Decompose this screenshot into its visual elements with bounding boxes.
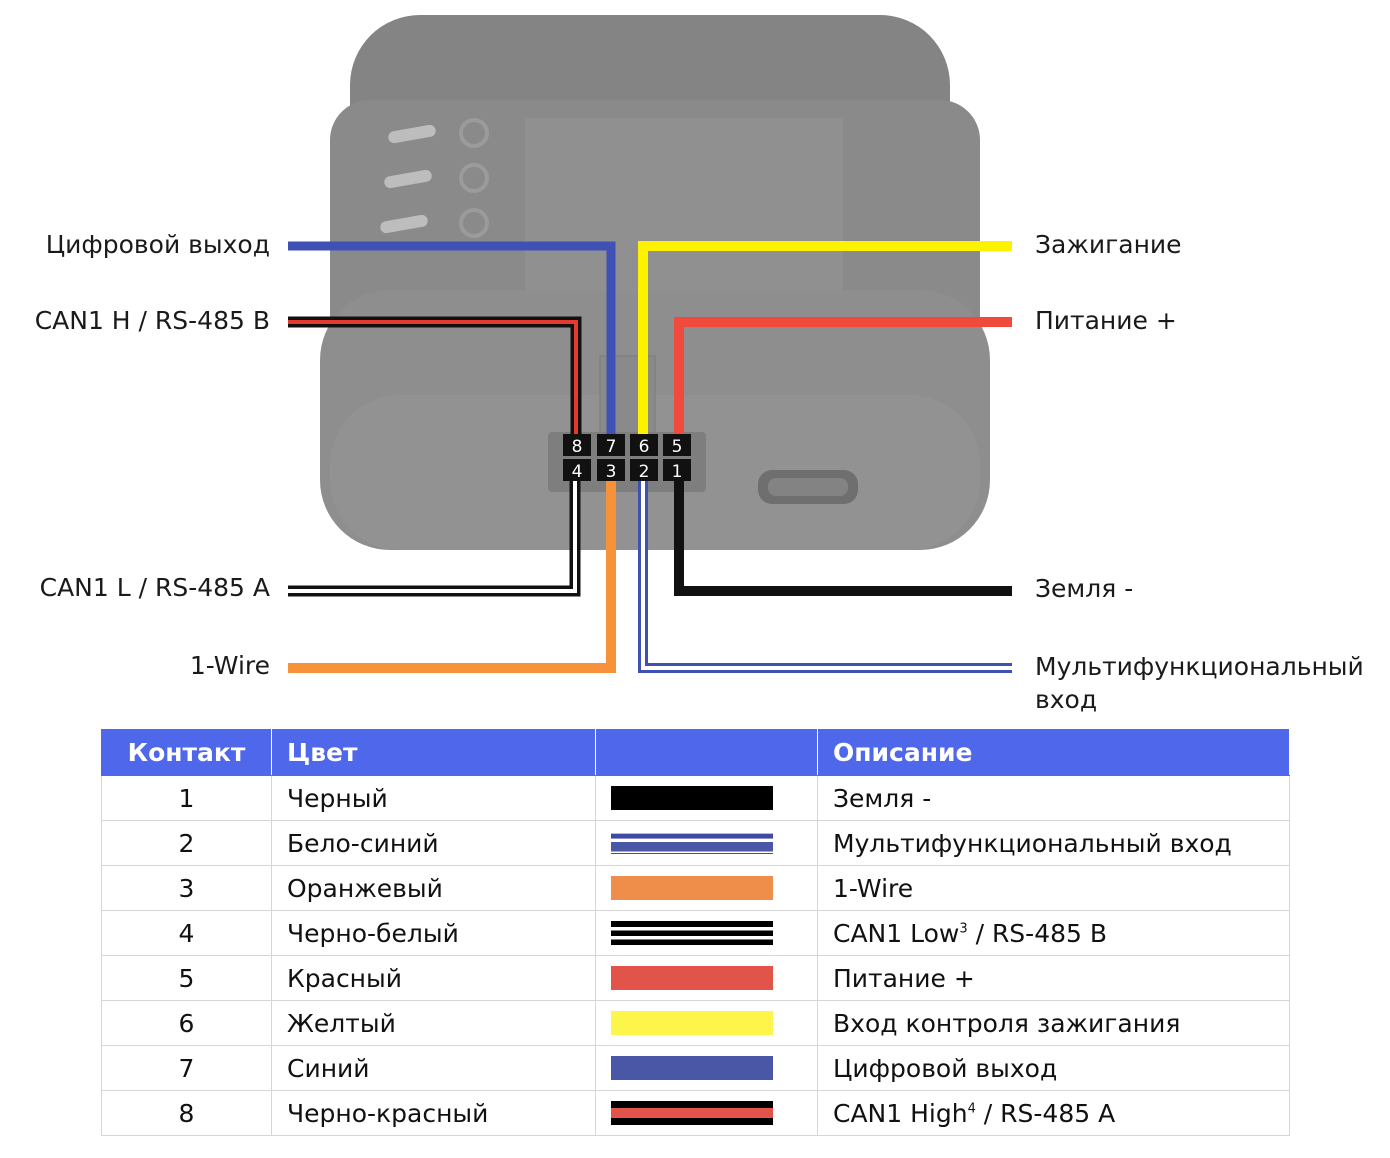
wire-description: Вход контроля зажигания — [817, 1000, 1290, 1046]
wire-color-name: Синий — [271, 1045, 596, 1091]
label-power: Питание + — [1035, 306, 1177, 335]
header-contact: Контакт — [101, 729, 272, 776]
color-swatch — [611, 1101, 773, 1125]
color-swatch-cell — [595, 910, 818, 956]
pin-7-label: 7 — [606, 437, 617, 457]
label-ground: Земля - — [1035, 574, 1134, 603]
wire-description: Мультифункциональный вход — [817, 820, 1290, 866]
description-text: 1-Wire — [833, 873, 914, 903]
pin-number: 5 — [101, 955, 272, 1001]
description-tail: / RS-485 B — [967, 918, 1108, 948]
pin-2-label: 2 — [639, 462, 650, 482]
header-color: Цвет — [271, 729, 596, 776]
wire-color-name: Желтый — [271, 1000, 596, 1046]
label-multi-input: Мультифункциональный вход — [1035, 652, 1364, 714]
connector: 8 7 6 5 4 3 2 1 — [563, 434, 691, 482]
label-onewire: 1-Wire — [189, 651, 270, 680]
description-text: Земля - — [833, 783, 932, 813]
description-tail: / RS-485 A — [975, 1098, 1116, 1128]
label-digital-out: Цифровой выход — [45, 230, 270, 259]
wire-description: 1-Wire — [817, 865, 1290, 911]
description-text: Вход контроля зажигания — [833, 1008, 1181, 1038]
wire-color-name: Красный — [271, 955, 596, 1001]
description-text: CAN1 High — [833, 1098, 968, 1128]
pin-6-label: 6 — [639, 437, 650, 457]
wire-color-name: Черно-красный — [271, 1090, 596, 1136]
wire-red — [674, 317, 1012, 440]
footnote-mark: 3 — [959, 921, 968, 937]
pin-number: 8 — [101, 1090, 272, 1136]
wire-description: Питание + — [817, 955, 1290, 1001]
color-swatch — [611, 921, 773, 945]
wire-yellow — [638, 241, 1012, 440]
color-swatch-cell — [595, 820, 818, 866]
wire-description: Цифровой выход — [817, 1045, 1290, 1091]
wiring-diagram: 8 7 6 5 4 3 2 1 — [288, 15, 1012, 673]
pin-number: 4 — [101, 910, 272, 956]
pin-number: 6 — [101, 1000, 272, 1046]
wire-description: CAN1 Low3 / RS-485 B — [817, 910, 1290, 956]
header-description: Описание — [817, 729, 1290, 776]
wire-blue — [288, 241, 616, 440]
wire-color-name: Бело-синий — [271, 820, 596, 866]
color-swatch-cell — [595, 955, 818, 1001]
wire-color-name: Черный — [271, 775, 596, 821]
header-swatch — [595, 729, 818, 776]
color-swatch — [611, 1011, 773, 1035]
color-swatch — [611, 966, 773, 990]
pin-4-label: 4 — [572, 462, 583, 482]
label-can1l: CAN1 L / RS-485 A — [39, 573, 270, 602]
color-swatch-cell — [595, 1090, 818, 1136]
footnote-mark: 4 — [967, 1101, 976, 1117]
color-swatch-cell — [595, 775, 818, 821]
wire-description: CAN1 High4 / RS-485 A — [817, 1090, 1290, 1136]
description-text: CAN1 Low — [833, 918, 960, 948]
color-swatch — [611, 786, 773, 810]
wire-description: Земля - — [817, 775, 1290, 821]
color-swatch — [611, 876, 773, 900]
wire-color-name: Черно-белый — [271, 910, 596, 956]
color-swatch-cell — [595, 1045, 818, 1091]
wire-black — [674, 480, 1012, 596]
color-swatch-cell — [595, 865, 818, 911]
pin-number: 7 — [101, 1045, 272, 1091]
pin-number: 2 — [101, 820, 272, 866]
wires — [288, 241, 1012, 673]
table-header-row: Контакт Цвет Описание — [101, 729, 1290, 776]
color-swatch — [611, 831, 773, 855]
pin-3-label: 3 — [606, 462, 617, 482]
label-ignition: Зажигание — [1035, 230, 1182, 259]
pin-number: 1 — [101, 775, 272, 821]
label-can1h: CAN1 H / RS-485 B — [34, 306, 270, 335]
pin-5-label: 5 — [672, 437, 683, 457]
pin-8-label: 8 — [572, 437, 583, 457]
description-text: Питание + — [833, 963, 975, 993]
wire-color-name: Оранжевый — [271, 865, 596, 911]
color-swatch — [611, 1056, 773, 1080]
description-text: Мультифункциональный вход — [833, 828, 1232, 858]
pin-1-label: 1 — [672, 462, 683, 482]
color-swatch-cell — [595, 1000, 818, 1046]
description-text: Цифровой выход — [833, 1053, 1058, 1083]
pin-number: 3 — [101, 865, 272, 911]
wire-orange — [288, 480, 616, 673]
